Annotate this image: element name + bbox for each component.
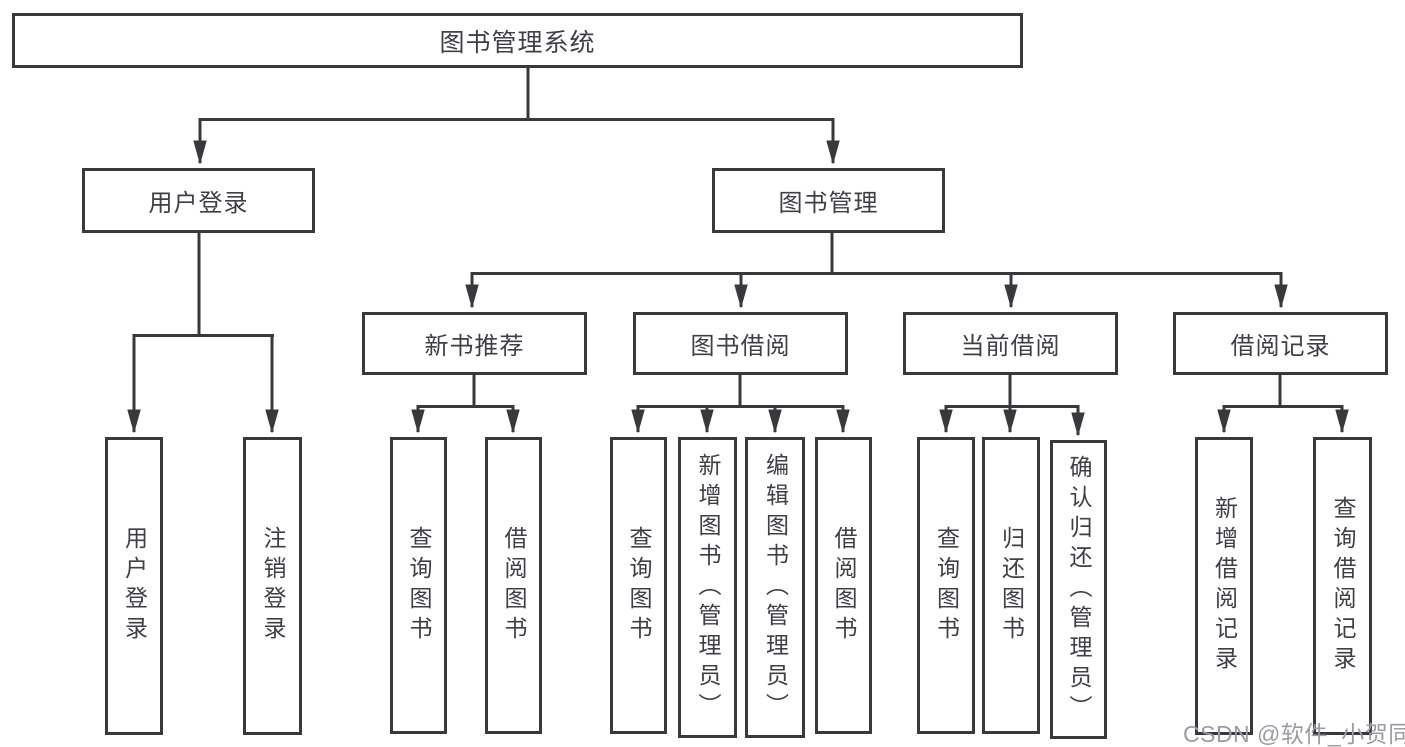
node-new-book-recommend: 新书推荐 <box>362 312 587 375</box>
leaf-return-books: 归还图书 <box>982 437 1040 734</box>
leaf-borrow-books: 借阅图书 <box>815 437 872 734</box>
leaf-query-books-current: 查询图书 <box>917 437 975 734</box>
node-label: 查询图书 <box>406 525 432 646</box>
node-borrowing-records: 借阅记录 <box>1173 312 1388 375</box>
leaf-query-borrow-record: 查询借阅记录 <box>1313 437 1372 735</box>
node-label: 用户登录 <box>121 526 148 646</box>
leaf-user-login: 用户登录 <box>105 437 163 735</box>
leaf-logout: 注销登录 <box>243 437 302 735</box>
node-label: 借阅记录 <box>1230 333 1331 360</box>
node-label: 图书管理 <box>778 190 879 217</box>
leaf-edit-books-admin: 编辑图书（管理员） <box>745 437 805 738</box>
node-label: 借阅图书 <box>831 525 857 646</box>
leaf-query-books-borrow: 查询图书 <box>610 437 667 734</box>
leaf-query-books-rec: 查询图书 <box>390 437 447 734</box>
node-current-borrowing: 当前借阅 <box>903 312 1118 375</box>
node-label: 确认归还（管理员） <box>1066 454 1092 725</box>
node-label: 查询图书 <box>933 525 960 646</box>
node-label: 查询借阅记录 <box>1330 496 1356 676</box>
node-label: 图书管理系统 <box>439 28 596 57</box>
leaf-add-books-admin: 新增图书（管理员） <box>678 437 737 738</box>
csdn-watermark: CSDN @软件_小贺同学 <box>1183 721 1405 747</box>
leaf-add-borrow-record: 新增借阅记录 <box>1195 437 1253 735</box>
node-label: 新增借阅记录 <box>1211 496 1238 676</box>
leaf-confirm-return-admin: 确认归还（管理员） <box>1050 440 1107 739</box>
node-label: 编辑图书（管理员） <box>762 452 789 723</box>
node-user-login: 用户登录 <box>82 168 315 233</box>
node-label: 借阅图书 <box>501 525 527 646</box>
leaf-borrow-books-rec: 借阅图书 <box>485 437 542 734</box>
node-label: 用户登录 <box>148 190 249 217</box>
node-label: 新增图书（管理员） <box>695 452 721 723</box>
node-label: 归还图书 <box>998 525 1025 646</box>
node-label: 注销登录 <box>260 526 286 646</box>
node-book-borrowing: 图书借阅 <box>633 312 848 375</box>
node-book-management: 图书管理 <box>712 168 945 233</box>
node-label: 查询图书 <box>626 525 652 646</box>
node-label: 当前借阅 <box>960 333 1061 360</box>
node-label: 新书推荐 <box>424 333 525 360</box>
node-library-management-system: 图书管理系统 <box>12 13 1023 68</box>
node-label: 图书借阅 <box>690 333 791 360</box>
